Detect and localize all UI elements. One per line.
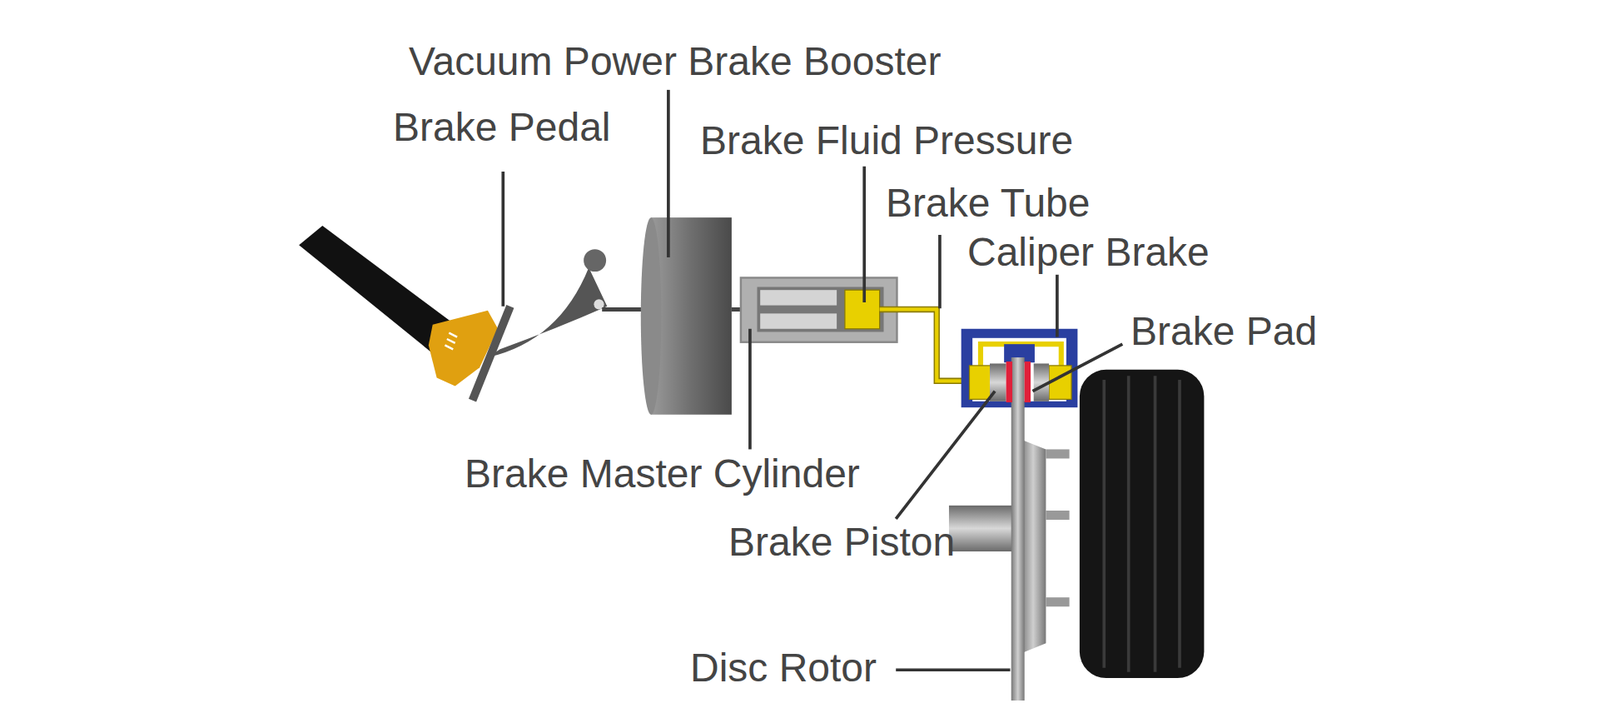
leader-line [666,89,671,258]
tread-groove [1177,379,1182,668]
pedal-arm [487,267,607,358]
leader-line [862,166,866,303]
shoe-lace [448,332,458,338]
leader-lines [502,89,1123,670]
booster-body [650,217,732,415]
wheel-stud [1045,596,1069,607]
tread-groove [1102,379,1106,668]
master-cylinder-body [740,277,898,342]
part-label: Brake Pedal [392,104,612,150]
part-label: Brake Tube [885,179,1090,226]
caliper-chamber [968,365,992,399]
leader-line [938,234,942,309]
part-label: Caliper Brake [967,228,1210,275]
shoe-lace [444,344,453,349]
leader-line [501,171,505,307]
wheel-stud [1045,448,1069,458]
part-label: Brake Piston [728,518,955,565]
leader-line [895,391,995,519]
disc-rotor [1011,357,1025,701]
brake-pad [1006,361,1013,403]
master-piston [760,289,837,305]
tread-groove [1153,375,1158,672]
part-label: Vacuum Power Brake Booster [408,38,941,85]
part-label: Brake Master Cylinder [464,450,860,497]
fluid-chamber [844,289,880,329]
tire [1079,369,1205,678]
leader-line [895,667,1010,671]
brake-tube-outline [879,308,972,381]
tread-groove [1127,375,1131,672]
shoe [428,310,498,387]
part-label: Brake Pad [1130,308,1317,354]
brake-tube [879,308,972,381]
shoe-lace [447,338,456,343]
pedal-pivot [583,248,607,272]
leader-line [1032,343,1123,391]
tire-tread [1103,375,1180,672]
leader-line [748,328,752,450]
master-piston [760,313,837,328]
part-label: Disc Rotor [690,644,877,691]
leader-line [1055,274,1059,338]
brake-pad [1024,361,1031,403]
booster-face [640,217,662,415]
part-label: Brake Fluid Pressure [700,117,1074,164]
wheel-stud [1045,510,1069,520]
pedal-pad [472,306,511,401]
